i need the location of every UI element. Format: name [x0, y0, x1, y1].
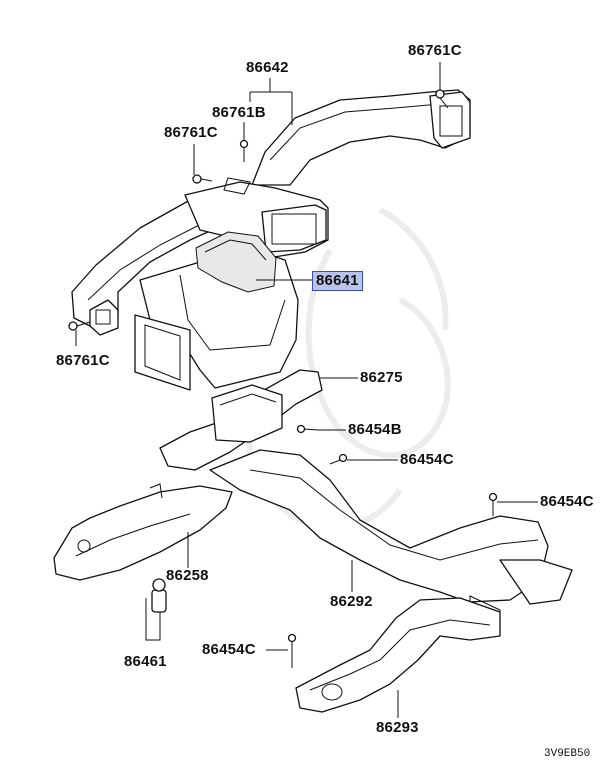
- part-label-86461[interactable]: 86461: [124, 653, 167, 670]
- part-label-86454c-right[interactable]: 86454C: [540, 493, 594, 510]
- part-label-86275[interactable]: 86275: [360, 369, 403, 386]
- part-label-86258[interactable]: 86258: [166, 567, 209, 584]
- center-vent-duct: [251, 89, 471, 186]
- part-label-86454c-low[interactable]: 86454C: [202, 641, 256, 658]
- duct-piece-86641: [195, 231, 277, 293]
- part-label-86642[interactable]: 86642: [246, 59, 289, 76]
- floor-duct-86275: [159, 369, 323, 471]
- part-label-86454c-mid[interactable]: 86454C: [400, 451, 454, 468]
- part-label-86292[interactable]: 86292: [330, 593, 373, 610]
- clip-86461: [151, 578, 167, 613]
- rear-floor-duct-86292: [209, 449, 573, 631]
- part-label-86454b[interactable]: 86454B: [348, 421, 402, 438]
- figure-code: 3V9EB50: [544, 748, 591, 760]
- vent-housing: [184, 177, 329, 259]
- part-label-86761b[interactable]: 86761B: [212, 104, 266, 121]
- under-cover-86258: [53, 483, 233, 581]
- part-label-86761c-bottom[interactable]: 86761C: [56, 352, 110, 369]
- part-label-86761c-left[interactable]: 86761C: [164, 124, 218, 141]
- part-label-86641[interactable]: 86641: [312, 271, 363, 291]
- part-label-86293[interactable]: 86293: [376, 719, 419, 736]
- part-label-86761c-top[interactable]: 86761C: [408, 42, 462, 59]
- rear-duct-86293: [295, 597, 501, 713]
- screws: [68, 89, 498, 668]
- leader-lines: [75, 62, 538, 718]
